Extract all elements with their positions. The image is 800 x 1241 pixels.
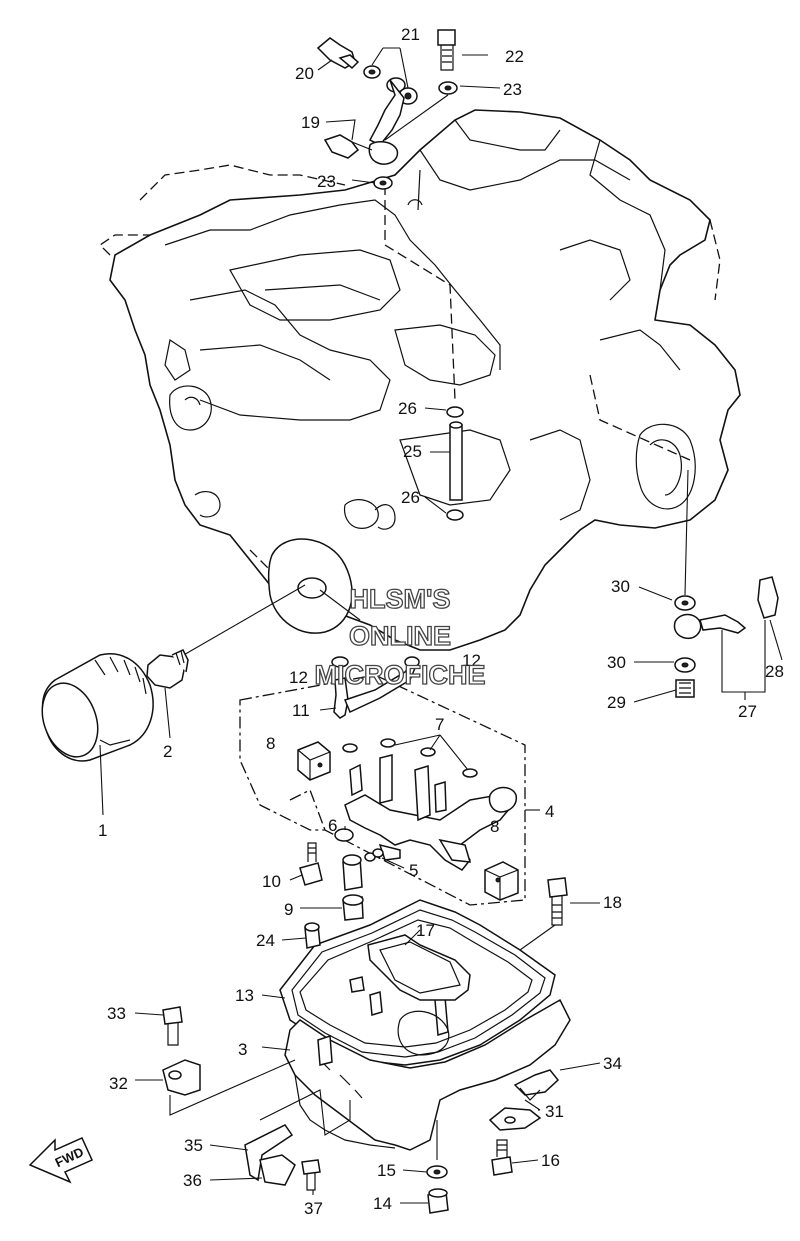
- callout-12-left: 12: [289, 668, 308, 687]
- callout-leaders: [134, 54, 783, 1204]
- cap-24: [304, 922, 321, 949]
- filter-mount-boss: [174, 538, 361, 661]
- watermark-line-1: HLSM'S: [350, 584, 451, 614]
- union-bolt: [146, 649, 189, 739]
- oil-level-switch: [673, 469, 779, 700]
- watermark: HLSM'S ONLINE MICROFICHE: [314, 583, 486, 690]
- callout-9: 9: [284, 900, 293, 919]
- bracket-32-bolt-33: [162, 1006, 296, 1116]
- callout-23-right: 23: [503, 80, 522, 99]
- callout-6: 6: [328, 816, 337, 835]
- callout-7: 7: [435, 715, 444, 734]
- callout-2: 2: [163, 742, 172, 761]
- bolt-10: [299, 842, 323, 886]
- watermark-line-3: MICROFICHE: [315, 660, 486, 690]
- bracket-35-36-bolt-37: [244, 1089, 351, 1191]
- callout-37: 37: [304, 1199, 323, 1218]
- callout-26-top: 26: [398, 399, 417, 418]
- callout-22: 22: [505, 47, 524, 66]
- callout-20: 20: [295, 64, 314, 83]
- forward-direction-arrow: FWD: [28, 1137, 93, 1184]
- callout-31: 31: [545, 1102, 564, 1121]
- callout-3: 3: [238, 1040, 247, 1059]
- callout-11: 11: [292, 701, 310, 720]
- bolt-16: [491, 1139, 513, 1176]
- engine-crankcase-outline: [109, 109, 741, 651]
- callout-21: 21: [401, 25, 420, 44]
- callout-12-right: 12: [462, 651, 481, 670]
- callout-10: 10: [262, 872, 281, 891]
- callout-30-bottom: 30: [607, 653, 626, 672]
- oil-pump-assembly: [239, 674, 540, 921]
- engine-phantom-lines: [98, 164, 721, 601]
- callout-26-bottom: 26: [401, 488, 420, 507]
- callout-13: 13: [235, 986, 254, 1005]
- watermark-line-2: ONLINE: [349, 621, 451, 651]
- callout-17: 17: [416, 921, 435, 940]
- bracket-31-part-34: [488, 1062, 601, 1131]
- oil-pipe-11: [319, 656, 420, 719]
- oil-delivery-pipe: [316, 29, 458, 190]
- callout-8-left: 8: [266, 734, 275, 753]
- callout-36: 36: [183, 1171, 202, 1190]
- callout-27: 27: [738, 702, 757, 721]
- callout-30-top: 30: [611, 577, 630, 596]
- callout-23-left: 23: [317, 172, 336, 191]
- oil-pan: [261, 899, 571, 1151]
- callout-35: 35: [184, 1136, 203, 1155]
- callout-29: 29: [607, 693, 626, 712]
- callout-1: 1: [98, 821, 107, 840]
- callout-16: 16: [541, 1151, 560, 1170]
- callout-15: 15: [377, 1161, 396, 1180]
- callout-8-right: 8: [490, 817, 499, 836]
- callout-4: 4: [545, 802, 554, 821]
- callout-34: 34: [603, 1054, 622, 1073]
- callout-32: 32: [109, 1074, 128, 1093]
- drain-bolt-14-washer-15: [426, 1120, 449, 1214]
- callout-14: 14: [373, 1194, 392, 1213]
- callout-18: 18: [603, 893, 622, 912]
- oil-pipe-25: [446, 406, 464, 521]
- oil-filter: [41, 653, 154, 816]
- callout-19: 19: [301, 113, 320, 132]
- callout-25: 25: [403, 442, 422, 461]
- callout-33: 33: [107, 1004, 126, 1023]
- callout-24: 24: [256, 931, 275, 950]
- callout-numbers: 1 2 3 4 5 6 7 8 8 9 10 11 12 12 13 14 15…: [98, 25, 784, 1218]
- callout-28: 28: [765, 662, 784, 681]
- bolt-18: [547, 877, 568, 926]
- callout-5: 5: [409, 861, 418, 880]
